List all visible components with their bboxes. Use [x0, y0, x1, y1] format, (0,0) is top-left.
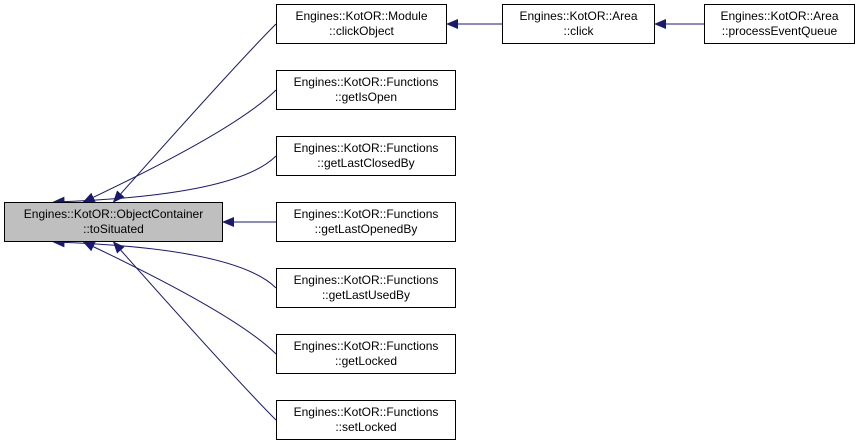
node-line-1: Engines::KotOR::Area	[720, 9, 839, 23]
node-line-1: Engines::KotOR::Functions	[293, 141, 439, 155]
node-line-2: ::processEventQueue	[721, 24, 838, 38]
edge-is_open-to-root	[82, 89, 277, 203]
edge-locked-to-root	[82, 241, 277, 355]
node-functions-get-last-used-by[interactable]: Engines::KotOR::Functions ::getLastUsedB…	[276, 268, 456, 308]
edge-used_by-to-root	[52, 237, 277, 289]
node-line-2: ::setLocked	[335, 420, 397, 434]
node-line-1: Engines::KotOR::Functions	[293, 405, 439, 419]
node-line-2: ::getLastClosedBy	[317, 156, 415, 170]
node-line-1: Engines::KotOR::ObjectContainer	[23, 207, 204, 221]
edge-click_obj-to-root	[112, 23, 277, 203]
node-line-2: ::getIsOpen	[334, 90, 398, 104]
edge-closed_by-to-root	[52, 155, 277, 207]
node-functions-get-last-closed-by[interactable]: Engines::KotOR::Functions ::getLastClose…	[276, 136, 456, 176]
node-object-container-to-situated: Engines::KotOR::ObjectContainer ::toSitu…	[4, 202, 223, 242]
node-functions-get-is-open[interactable]: Engines::KotOR::Functions ::getIsOpen	[276, 70, 456, 110]
node-line-2: ::getLastOpenedBy	[314, 222, 418, 236]
node-line-2: ::getLocked	[334, 354, 398, 368]
node-line-2: ::click	[563, 24, 594, 38]
node-line-1: Engines::KotOR::Functions	[293, 339, 439, 353]
edge-set_locked-to-root	[112, 241, 277, 421]
node-functions-set-locked[interactable]: Engines::KotOR::Functions ::setLocked	[276, 400, 456, 440]
node-line-1: Engines::KotOR::Module	[295, 9, 428, 23]
node-functions-get-last-opened-by[interactable]: Engines::KotOR::Functions ::getLastOpene…	[276, 202, 456, 242]
node-area-click[interactable]: Engines::KotOR::Area ::click	[502, 4, 655, 44]
node-line-2: ::toSituated	[83, 222, 144, 236]
node-module-click-object[interactable]: Engines::KotOR::Module ::clickObject	[276, 4, 447, 44]
node-line-1: Engines::KotOR::Area	[519, 9, 638, 23]
node-line-2: ::getLastUsedBy	[321, 288, 411, 302]
node-line-1: Engines::KotOR::Functions	[293, 207, 439, 221]
node-line-1: Engines::KotOR::Functions	[293, 75, 439, 89]
node-area-process-event-queue[interactable]: Engines::KotOR::Area ::processEventQueue	[704, 4, 855, 44]
node-line-2: ::clickObject	[329, 24, 394, 38]
node-line-1: Engines::KotOR::Functions	[293, 273, 439, 287]
node-functions-get-locked[interactable]: Engines::KotOR::Functions ::getLocked	[276, 334, 456, 374]
